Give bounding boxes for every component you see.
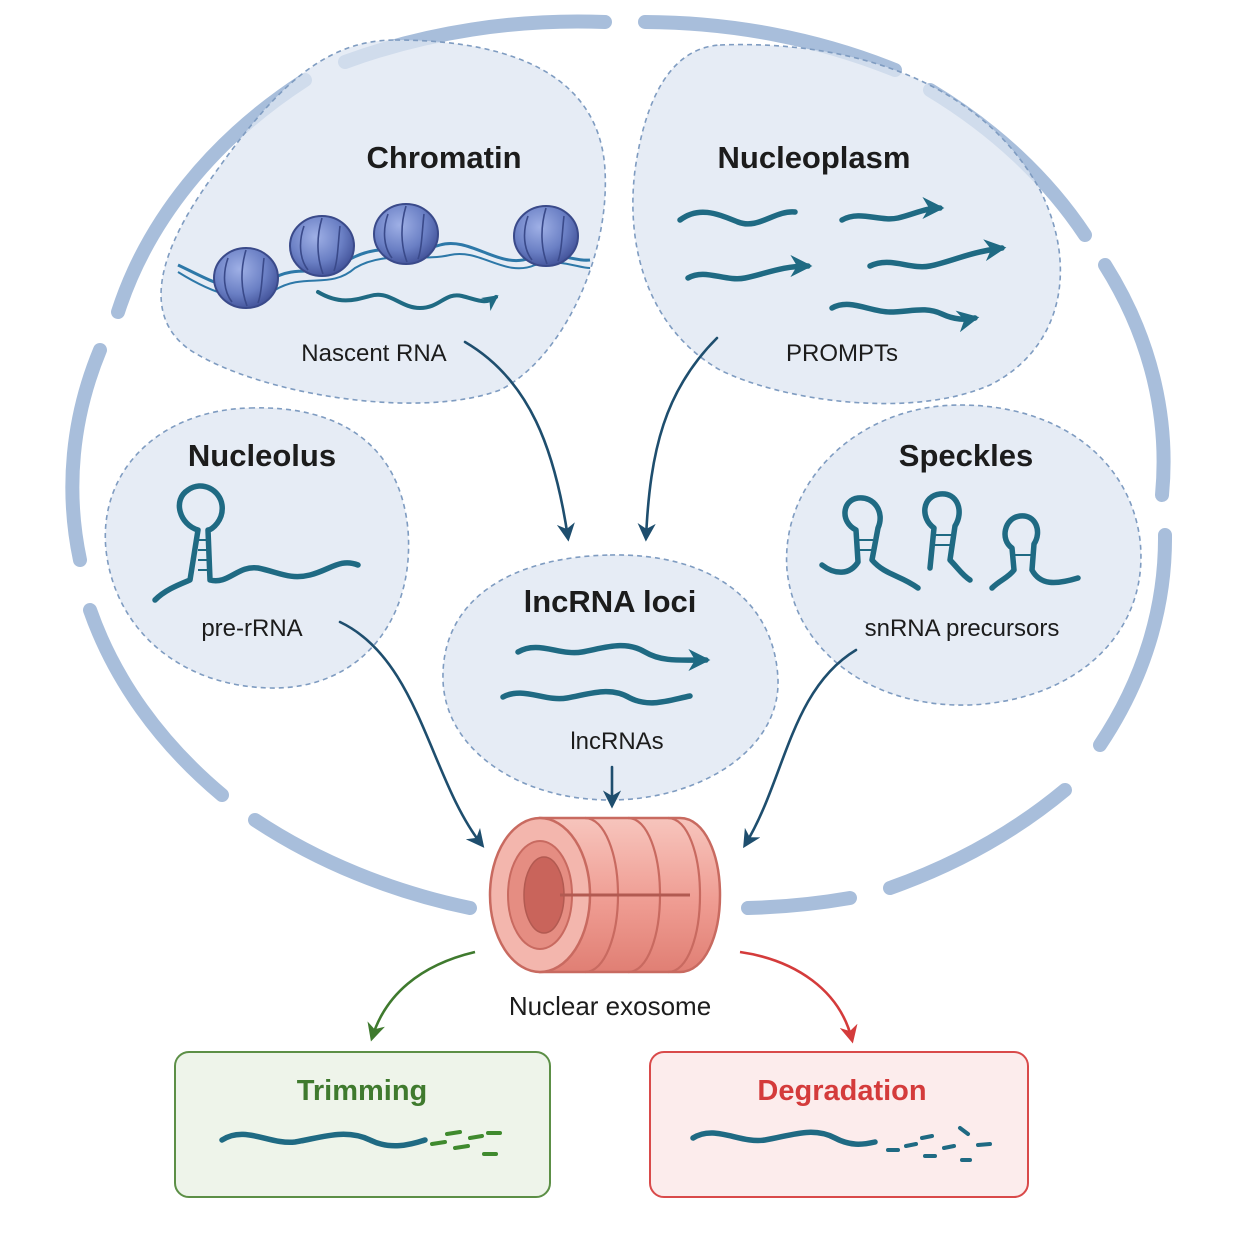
speckles-region: Speckles snRNA precursors bbox=[785, 404, 1142, 706]
trimming-box: Trimming bbox=[174, 1051, 551, 1198]
arrow-chromatin-to-lncrna bbox=[463, 340, 575, 542]
degradation-box: Degradation bbox=[649, 1051, 1029, 1198]
lncrna-strand bbox=[515, 642, 711, 672]
chromatin-region: Chromatin Nascent RNA bbox=[160, 39, 607, 404]
lncrna-strand bbox=[500, 688, 693, 706]
chromatin-title: Chromatin bbox=[367, 140, 522, 175]
trimmed-fragments bbox=[430, 1130, 502, 1156]
nucleolus-boundary bbox=[104, 407, 410, 689]
envelope-segment bbox=[83, 603, 229, 802]
degraded-rna-strand bbox=[690, 1129, 878, 1147]
pre-rrna-hairpin bbox=[152, 483, 361, 603]
pre-rrna-label: pre-rRNA bbox=[201, 615, 302, 642]
speckles-title: Speckles bbox=[899, 438, 1033, 473]
snrna-hairpin bbox=[922, 491, 973, 583]
nucleolus-title: Nucleolus bbox=[188, 438, 336, 473]
envelope-segment bbox=[248, 813, 477, 915]
degraded-fragments bbox=[886, 1126, 992, 1162]
hairpin-stem-bars bbox=[198, 539, 210, 571]
nucleoplasm-title: Nucleoplasm bbox=[718, 140, 911, 175]
snrna-precursors-label: snRNA precursors bbox=[865, 615, 1060, 642]
lncrna-title: lncRNA loci bbox=[524, 584, 697, 619]
envelope-segment bbox=[1093, 528, 1173, 752]
envelope-segment bbox=[741, 891, 857, 915]
envelope-segment bbox=[638, 15, 902, 77]
degradation-label: Degradation bbox=[757, 1075, 926, 1107]
prompt-rna bbox=[839, 197, 945, 223]
arrow-nucleolus-to-exosome bbox=[338, 620, 485, 848]
nucleoplasm-region: Nucleoplasm PROMPTs bbox=[632, 43, 1062, 405]
lncrnas-label: lncRNAs bbox=[570, 728, 663, 755]
nucleosome bbox=[373, 203, 439, 265]
snrna-stem-bars bbox=[857, 534, 1032, 556]
exosome-barrel: Nuclear exosome bbox=[488, 816, 722, 1021]
nuclear-exosome-label: Nuclear exosome bbox=[509, 991, 711, 1021]
prompts-label: PROMPTs bbox=[786, 340, 898, 367]
snrna-hairpin bbox=[989, 513, 1081, 591]
nuclear-envelope bbox=[65, 14, 1173, 915]
snrna-hairpin bbox=[819, 495, 921, 591]
prompt-rna bbox=[685, 255, 813, 282]
nucleoplasm-boundary bbox=[632, 43, 1062, 405]
envelope-segment bbox=[1098, 258, 1171, 502]
arrow-nucleoplasm-to-lncrna bbox=[637, 336, 719, 542]
prompt-rna bbox=[677, 209, 798, 227]
nascent-rna-strand bbox=[316, 290, 499, 311]
nucleosome bbox=[213, 247, 279, 309]
nucleolus-region: Nucleolus pre-rRNA bbox=[104, 407, 410, 689]
nucleosome bbox=[289, 215, 355, 277]
nascent-rna-label: Nascent RNA bbox=[301, 340, 446, 367]
trimming-label: Trimming bbox=[297, 1075, 428, 1107]
envelope-segment bbox=[883, 783, 1072, 895]
arrow-speckles-to-exosome bbox=[743, 648, 858, 849]
prompt-rna bbox=[829, 301, 980, 333]
flow-arrows bbox=[338, 336, 858, 849]
arrow-to-trimming bbox=[367, 950, 476, 1042]
nucleosome bbox=[513, 205, 579, 267]
trimmed-rna-strand bbox=[219, 1131, 428, 1149]
envelope-segment bbox=[65, 343, 107, 567]
prompt-rna bbox=[867, 239, 1007, 270]
speckles-boundary bbox=[785, 404, 1142, 706]
lncrna-region: lncRNA loci lncRNAs bbox=[442, 554, 779, 801]
arrow-to-degradation bbox=[739, 950, 858, 1044]
